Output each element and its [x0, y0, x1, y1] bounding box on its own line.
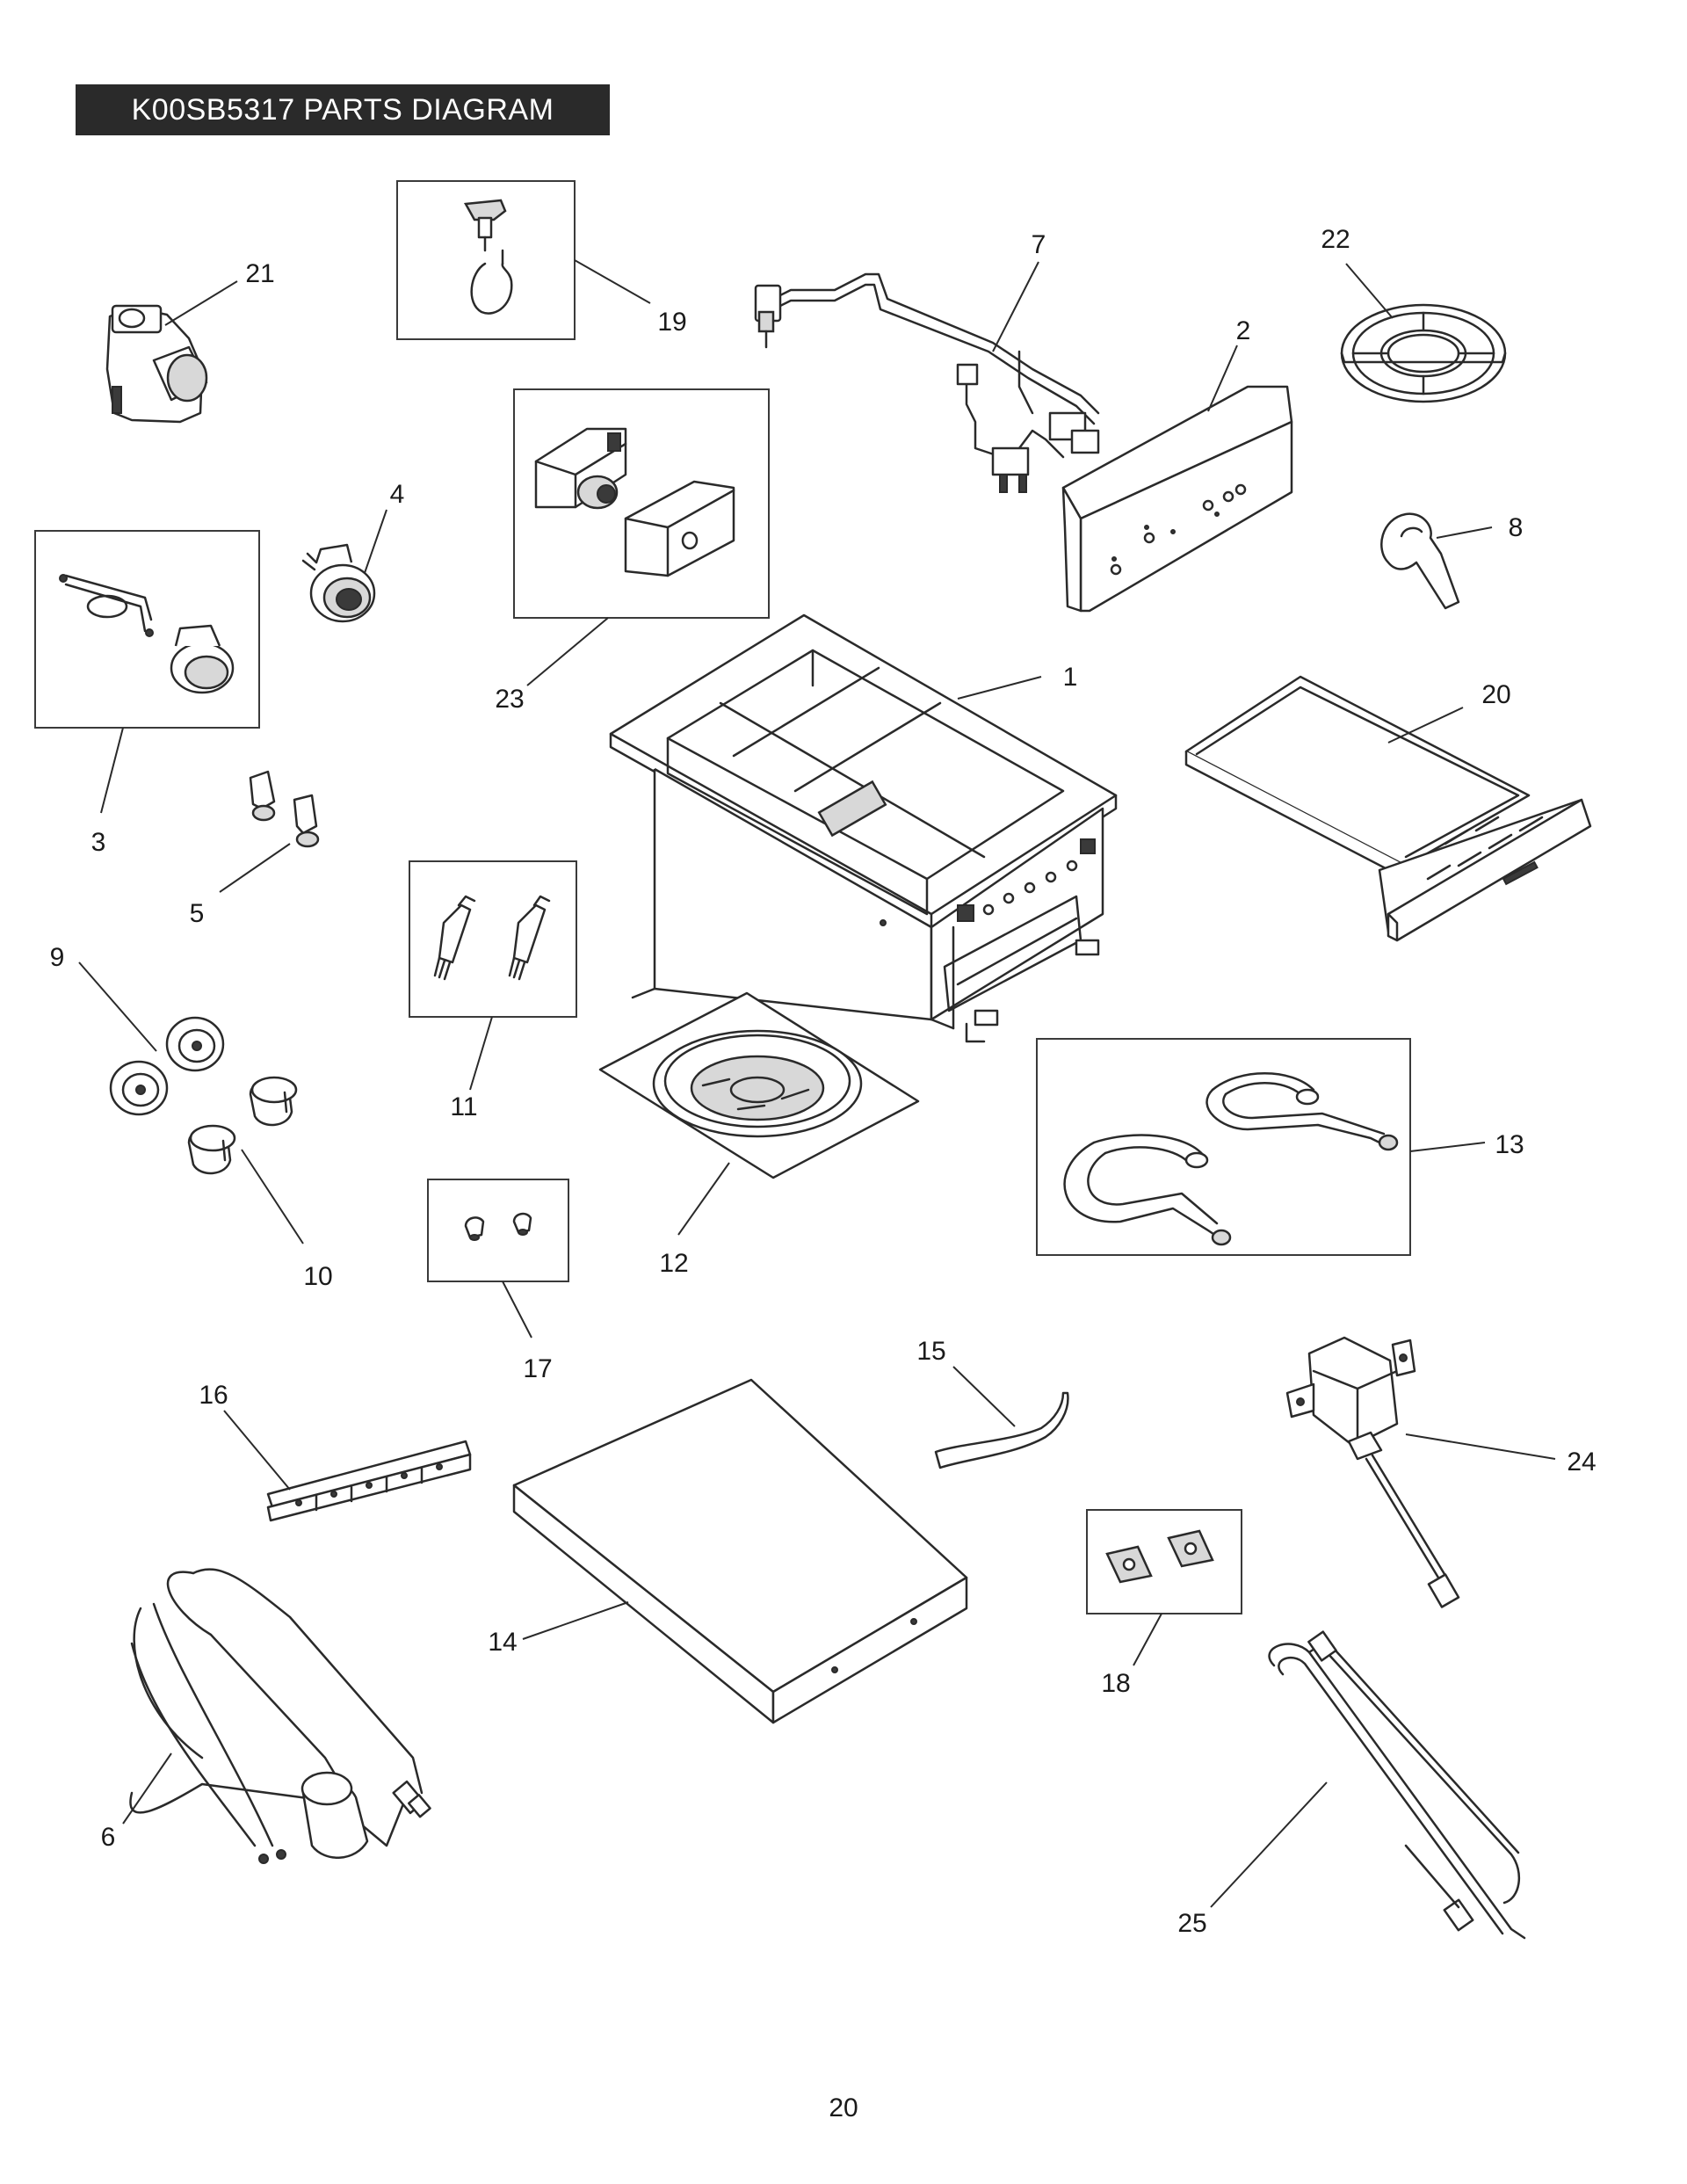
leader-15: [952, 1366, 1016, 1427]
leader-14: [522, 1601, 629, 1640]
callout-17: 17: [523, 1354, 552, 1383]
part-1-housing: [609, 613, 1118, 1043]
leader-21: [164, 280, 238, 326]
callout-10: 10: [303, 1262, 332, 1291]
part-14-lid: [512, 1378, 968, 1724]
leader-25: [1210, 1781, 1328, 1908]
callout-18: 18: [1101, 1669, 1130, 1698]
page-title: K00SB5317 PARTS DIAGRAM: [76, 84, 610, 135]
leader-8: [1436, 526, 1493, 539]
callout-14: 14: [488, 1628, 517, 1657]
part-3-box: [34, 530, 260, 729]
leader-1: [957, 676, 1042, 700]
page-number: 20: [829, 2093, 858, 2122]
callout-21: 21: [245, 259, 274, 288]
part-11-screws: [433, 895, 551, 981]
part-18-brackets: [1105, 1529, 1214, 1584]
leader-4: [364, 509, 387, 574]
part-8-clip: [1380, 512, 1460, 610]
leader-20: [1387, 707, 1464, 744]
leader-22: [1345, 263, 1394, 319]
part-18-box: [1086, 1509, 1242, 1614]
part-22-grate: [1340, 303, 1507, 403]
leader-5: [219, 843, 291, 893]
part-2-control-panel: [1061, 385, 1293, 613]
callout-5: 5: [190, 899, 205, 928]
callout-3: 3: [91, 828, 106, 857]
callout-24: 24: [1567, 1448, 1596, 1477]
callout-6: 6: [101, 1823, 116, 1852]
part-13-burners: [1063, 1072, 1399, 1246]
part-25-element: [1268, 1630, 1526, 1940]
callout-11: 11: [450, 1092, 477, 1121]
callout-1: 1: [1063, 663, 1078, 692]
leader-12: [677, 1162, 730, 1236]
part-19-knob-wire: [463, 199, 513, 315]
leader-6: [122, 1752, 172, 1825]
leader-19: [574, 259, 651, 304]
part-13-box: [1036, 1038, 1411, 1256]
part-23-box: [513, 388, 770, 619]
callout-2: 2: [1236, 316, 1251, 345]
part-16-hinge: [266, 1440, 472, 1522]
leader-24: [1405, 1433, 1556, 1460]
part-21-regulator: [105, 304, 208, 424]
callout-23: 23: [495, 685, 524, 714]
callout-15: 15: [916, 1337, 945, 1366]
callout-13: 13: [1495, 1130, 1524, 1159]
callout-20: 20: [1481, 680, 1510, 709]
leader-23: [526, 617, 609, 686]
leader-9: [78, 961, 157, 1052]
leader-7: [992, 261, 1039, 352]
callout-7: 7: [1032, 230, 1046, 259]
leader-13: [1409, 1142, 1486, 1152]
part-6-probe-wires: [129, 1568, 431, 1864]
callout-8: 8: [1509, 513, 1524, 542]
callout-25: 25: [1177, 1909, 1206, 1938]
part-10-knobs: [187, 1076, 298, 1175]
part-11-box: [409, 860, 577, 1018]
part-7-manifold: [754, 272, 1100, 493]
callout-12: 12: [659, 1249, 688, 1278]
leader-16: [223, 1410, 291, 1491]
part-17-caps: [464, 1212, 532, 1241]
part-4-igniter: [301, 543, 376, 623]
leader-11: [469, 1016, 493, 1091]
leader-2: [1207, 345, 1238, 412]
part-9-bezels: [109, 1016, 225, 1116]
callout-9: 9: [50, 943, 65, 972]
part-20-drip-tray: [1184, 675, 1592, 942]
part-12-burner-pan: [598, 991, 920, 1179]
part-23-module: [534, 427, 735, 577]
callout-16: 16: [199, 1381, 228, 1410]
leader-17: [502, 1281, 532, 1339]
part-5-bushings: [249, 770, 320, 848]
part-24-transformer: [1285, 1336, 1460, 1608]
leader-10: [241, 1149, 304, 1244]
leader-18: [1133, 1613, 1162, 1666]
part-17-box: [427, 1179, 569, 1282]
callout-22: 22: [1321, 225, 1350, 254]
callout-4: 4: [390, 480, 405, 509]
leader-3: [100, 727, 124, 814]
callout-19: 19: [657, 308, 686, 337]
part-15-handle: [934, 1391, 1069, 1469]
part-3-igniter-wires: [59, 574, 235, 694]
